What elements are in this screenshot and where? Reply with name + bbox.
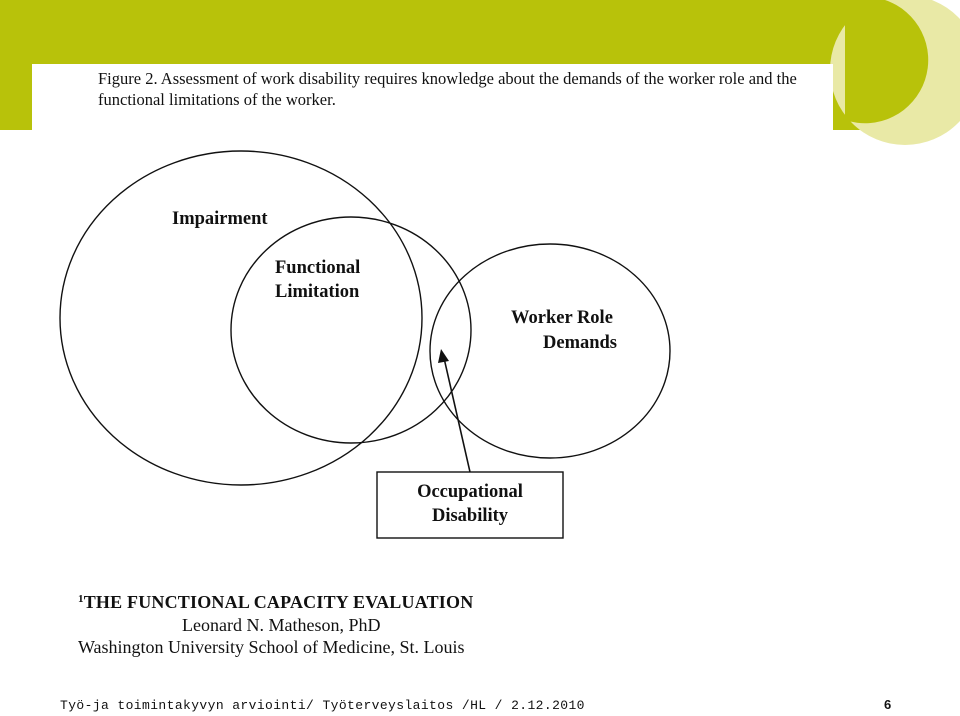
occupational-disability-box: [376, 471, 564, 539]
occupational-disability-label-line2: Disability: [432, 506, 509, 526]
pointer-arrow-line: [443, 357, 471, 473]
venn-diagram: Impairment Functional Limitation Worker …: [59, 150, 671, 539]
functional-limitation-label-line1: Functional: [275, 258, 360, 278]
figure-image: Figure 2. Assessment of work disability …: [32, 64, 833, 664]
impairment-circle: [59, 150, 423, 486]
worker-role-label-line1: Worker Role: [511, 308, 613, 328]
page-number: 6: [884, 697, 892, 712]
pointer-arrowhead: [438, 349, 449, 363]
worker-role-demands-circle: [429, 243, 671, 459]
figure-caption: Figure 2. Assessment of work disability …: [98, 69, 797, 109]
green-corner-arc: [845, 0, 929, 124]
citation-affiliation: Washington University School of Medicine…: [78, 637, 465, 657]
citation-title-text: THE FUNCTIONAL CAPACITY EVALUATION: [83, 592, 474, 612]
footnote-marker: 1: [78, 593, 84, 605]
occupational-disability-label-line1: Occupational: [417, 482, 523, 502]
functional-limitation-label-line2: Limitation: [275, 282, 360, 302]
functional-limitation-circle: [230, 216, 472, 444]
citation-author: Leonard N. Matheson, PhD: [182, 615, 381, 635]
impairment-label: Impairment: [172, 209, 268, 229]
slide-footer: Työ-ja toimintakyvyn arviointi/ Työterve…: [60, 698, 585, 713]
worker-role-label-line2: Demands: [543, 333, 617, 353]
citation-title: 1THE FUNCTIONAL CAPACITY EVALUATION: [78, 592, 473, 613]
